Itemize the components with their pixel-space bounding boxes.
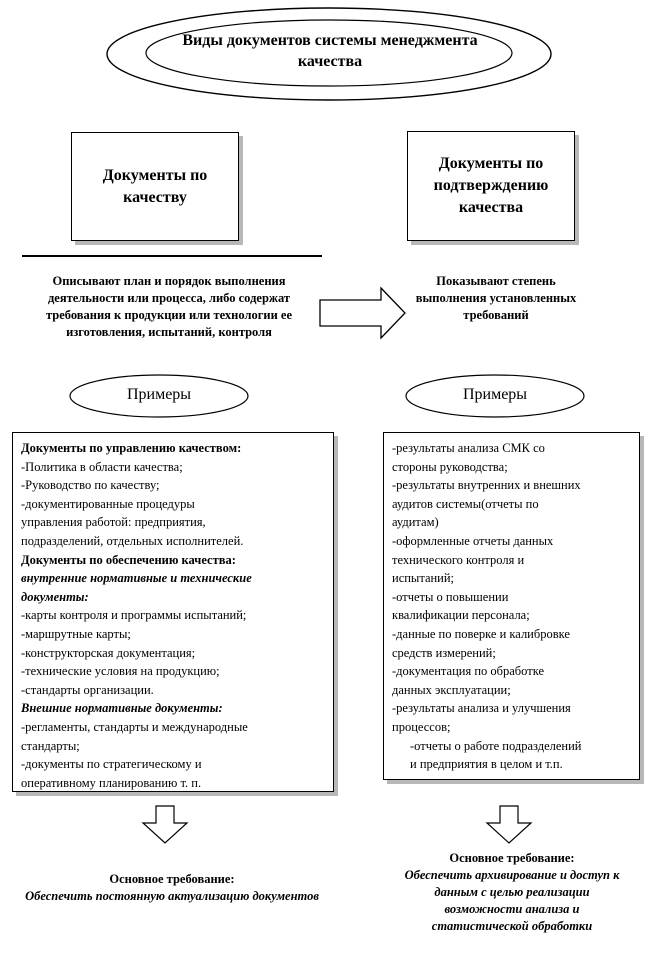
left-requirement-text: Обеспечить постоянную актуализацию докум… bbox=[25, 889, 319, 903]
left-example-line: стандарты; bbox=[21, 738, 80, 753]
left-example-line: управления работой: предприятия, bbox=[21, 515, 206, 530]
left-requirement-heading: Основное требование: bbox=[109, 872, 235, 886]
left-example-line: -технические условия на продукцию; bbox=[21, 664, 220, 679]
right-arrow-icon bbox=[319, 286, 406, 340]
right-examples-label: Примеры bbox=[462, 386, 528, 403]
left-down-arrow-icon bbox=[141, 805, 189, 844]
left-example-line: Документы по обеспечению качества: bbox=[21, 552, 236, 567]
right-example-line: -результаты анализа СМК со bbox=[392, 441, 545, 455]
left-examples-oval bbox=[69, 374, 249, 418]
left-example-line: -карты контроля и программы испытаний; bbox=[21, 608, 247, 623]
left-example-line: внутренние нормативные и технические bbox=[21, 571, 252, 586]
right-description: Показывают степень выполнения установлен… bbox=[415, 274, 577, 322]
left-example-line: Документы по управлению качеством: bbox=[21, 441, 242, 455]
right-example-line: стороны руководства; bbox=[392, 459, 508, 474]
right-example-line: аудитам) bbox=[392, 515, 439, 530]
right-example-line: данных эксплуатации; bbox=[392, 682, 511, 697]
right-example-line: аудитов системы(отчеты по bbox=[392, 496, 539, 511]
right-requirement-heading: Основное требование: bbox=[449, 851, 575, 865]
right-example-line: -результаты внутренних и внешних bbox=[392, 478, 581, 493]
right-example-line: -отчеты о работе подразделений bbox=[410, 738, 582, 753]
right-examples-oval bbox=[405, 374, 585, 418]
right-down-arrow-icon bbox=[485, 805, 533, 844]
right-example-line: испытаний; bbox=[392, 571, 455, 586]
left-example-line: -стандарты организации. bbox=[21, 682, 154, 697]
left-examples-list: Документы по управлению качеством: -Полит… bbox=[12, 432, 334, 792]
right-example-line: процессов; bbox=[392, 719, 451, 734]
right-header-box: Документы по подтверждению качества bbox=[407, 131, 575, 241]
right-example-line: и предприятия в целом и т.п. bbox=[410, 757, 563, 772]
right-example-line: -результаты анализа и улучшения bbox=[392, 701, 571, 716]
left-example-line: -регламенты, стандарты и международные bbox=[21, 719, 248, 734]
right-example-line: технического контроля и bbox=[392, 552, 525, 567]
left-example-line: Внешние нормативные документы: bbox=[21, 701, 223, 716]
left-requirement: Основное требование: Обеспечить постоянн… bbox=[22, 871, 322, 905]
left-example-line: документы: bbox=[21, 589, 89, 604]
left-example-line: -документированные процедуры bbox=[21, 496, 195, 511]
left-example-line: -документы по стратегическому и bbox=[21, 757, 202, 772]
right-example-line: средств измерений; bbox=[392, 645, 496, 660]
right-example-line: -данные по поверке и калибровке bbox=[392, 626, 570, 641]
left-header-box: Документы по качеству bbox=[71, 132, 239, 241]
right-examples-list: -результаты анализа СМК со стороны руково… bbox=[383, 432, 640, 780]
right-example-line: -документация по обработке bbox=[392, 664, 545, 679]
right-example-line: -отчеты о повышении bbox=[392, 589, 509, 604]
left-examples-label: Примеры bbox=[126, 386, 192, 403]
left-example-line: -маршрутные карты; bbox=[21, 626, 131, 641]
left-example-line: подразделений, отдельных исполнителей. bbox=[21, 533, 244, 548]
left-example-line: -конструкторская документация; bbox=[21, 645, 196, 660]
left-description: Описывают план и порядок выполнения деят… bbox=[45, 274, 293, 339]
left-header-text: Документы по качеству bbox=[102, 166, 208, 206]
right-requirement: Основное требование: Обеспечить архивиро… bbox=[400, 850, 624, 935]
right-example-line: квалификации персонала; bbox=[392, 608, 530, 623]
left-example-line: -Политика в области качества; bbox=[21, 459, 183, 474]
right-example-line: -оформленные отчеты данных bbox=[392, 533, 554, 548]
left-example-line: оперативному планированию т. п. bbox=[21, 775, 202, 790]
left-example-line: -Руководство по качеству; bbox=[21, 478, 160, 493]
diagram-title: Виды документов системы менеджмента каче… bbox=[182, 32, 478, 70]
title-ellipse-inner bbox=[145, 19, 513, 87]
right-header-text: Документы по подтверждению качества bbox=[433, 155, 549, 216]
right-requirement-text: Обеспечить архивирование и доступ к данн… bbox=[404, 868, 620, 933]
